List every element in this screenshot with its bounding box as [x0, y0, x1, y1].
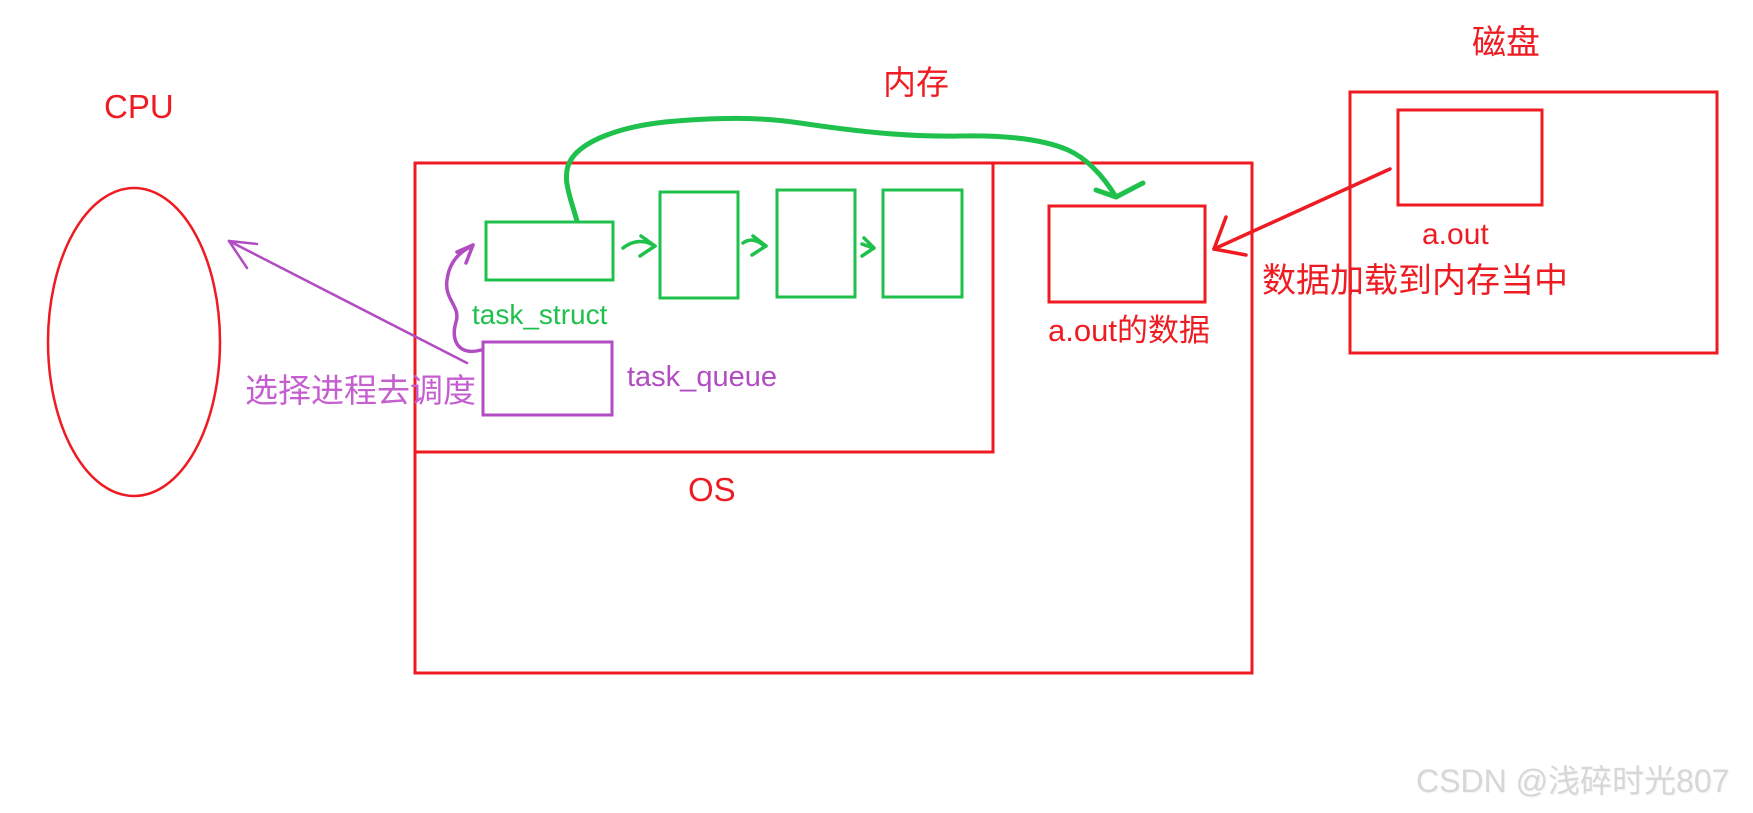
aout-data-rect	[1047, 204, 1207, 304]
schedule-arrow	[227, 239, 469, 365]
task-queue-label: task_queue	[627, 361, 777, 393]
cpu-ellipse	[46, 186, 222, 498]
load-arrow	[1212, 167, 1392, 257]
task-node-box-3	[775, 188, 857, 299]
task-struct-label: task_struct	[472, 299, 608, 330]
os-rect	[413, 161, 995, 454]
watermark: CSDN @浅碎时光807	[1416, 763, 1730, 799]
disk-file-label: a.out	[1422, 218, 1489, 251]
os-label: OS	[688, 471, 736, 508]
memory-label: 内存	[883, 64, 949, 101]
memory-rect	[413, 161, 1254, 675]
disk-label: 磁盘	[1472, 24, 1540, 62]
task-queue-box	[481, 340, 614, 417]
disk-file-rect	[1396, 108, 1544, 207]
list-link-arrow-2	[741, 234, 768, 257]
schedule-label: 选择进程去调度	[245, 372, 476, 409]
list-link-arrow-1	[621, 234, 657, 258]
disk-rect	[1348, 90, 1719, 355]
task-node-box-2	[658, 190, 740, 300]
task-node-box-4	[881, 188, 964, 299]
list-link-arrow-3	[860, 236, 876, 258]
task-struct-box	[484, 220, 615, 282]
aout-data-label: a.out的数据	[1048, 313, 1210, 348]
cpu-label: CPU	[104, 88, 174, 125]
struct-to-data-arrow	[563, 115, 1146, 224]
load-label: 数据加载到内存当中	[1262, 262, 1568, 300]
queue-to-struct-arrow	[444, 243, 483, 354]
